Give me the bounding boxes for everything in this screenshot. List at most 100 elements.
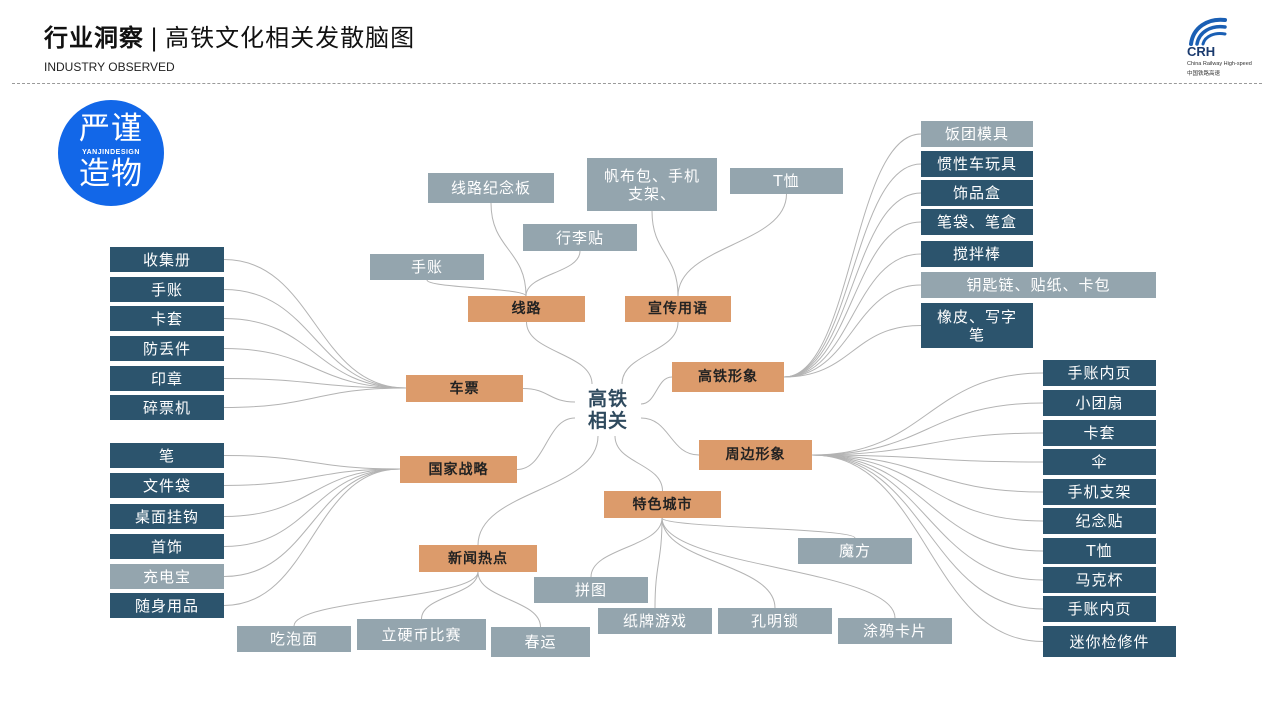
- connector-center-ticket: [522, 388, 576, 403]
- ticket-item-4: 防丢件: [110, 336, 224, 361]
- city-item-2: 拼图: [534, 577, 648, 603]
- city-item-3: 纸牌游戏: [598, 608, 712, 634]
- connector-strategy_items-2: [223, 468, 401, 486]
- image-item-5: 搅拌棒: [921, 241, 1033, 267]
- header-divider: [12, 83, 1262, 84]
- connector-center-merch: [640, 417, 700, 456]
- crh-logo-text: CRH: [1187, 44, 1216, 59]
- title-bold: 行业洞察: [44, 24, 144, 52]
- connector-ticket_items-6: [223, 387, 407, 408]
- merch-item-10: 迷你检修件: [1043, 626, 1176, 657]
- connector-route_items-3: [426, 279, 527, 297]
- connector-slogan_items-2: [677, 193, 787, 297]
- connector-slogan_items-1: [651, 210, 679, 297]
- connector-center-image: [640, 376, 673, 405]
- strategy-item-3: 桌面挂钩: [110, 504, 224, 529]
- connector-city_items-4: [661, 517, 776, 609]
- connector-city_items-5: [661, 517, 896, 619]
- connector-merch_items-1: [811, 372, 1044, 456]
- connector-strategy_items-4: [223, 468, 401, 547]
- strategy-item-4: 首饰: [110, 534, 224, 559]
- connector-center-news: [477, 435, 599, 546]
- connector-merch_items-8: [811, 454, 1044, 581]
- category-news: 新闻热点: [419, 545, 537, 572]
- category-merch: 周边形象: [699, 440, 812, 470]
- connector-city_items-2: [590, 517, 663, 578]
- ticket-item-3: 卡套: [110, 306, 224, 331]
- connector-route_items-2: [525, 250, 581, 297]
- connector-center-route: [526, 321, 593, 385]
- merch-item-9: 手账内页: [1043, 596, 1156, 622]
- connector-ticket_items-5: [223, 378, 407, 389]
- connector-route_items-1: [490, 202, 527, 297]
- connector-ticket_items-1: [223, 259, 407, 389]
- brand-badge: 严谨 YANJINDESIGN 造物: [58, 100, 164, 206]
- category-ticket: 车票: [406, 375, 523, 402]
- slogan-item-2: T恤: [730, 168, 843, 194]
- connector-center-city: [614, 435, 663, 492]
- connector-merch_items-3: [811, 432, 1044, 456]
- merch-item-2: 小团扇: [1043, 390, 1156, 416]
- merch-item-1: 手账内页: [1043, 360, 1156, 386]
- route-item-1: 线路纪念板: [428, 173, 554, 203]
- connector-merch_items-7: [811, 454, 1044, 552]
- connector-ticket_items-2: [223, 289, 407, 389]
- city-item-1: 魔方: [798, 538, 912, 564]
- connector-image_items-4: [783, 221, 922, 378]
- city-item-5: 涂鸦卡片: [838, 618, 952, 644]
- slogan-item-1: 帆布包、手机支架、: [587, 158, 717, 211]
- merch-item-4: 伞: [1043, 449, 1156, 475]
- title-separator: |: [150, 24, 160, 52]
- route-item-3: 手账: [370, 254, 484, 280]
- connector-merch_items-9: [811, 454, 1044, 610]
- strategy-item-5: 充电宝: [110, 564, 224, 589]
- connector-merch_items-4: [811, 454, 1044, 463]
- merch-item-6: 纪念贴: [1043, 508, 1156, 534]
- connector-merch_items-2: [811, 402, 1044, 456]
- connector-strategy_items-1: [223, 455, 401, 470]
- ticket-item-6: 碎票机: [110, 395, 224, 420]
- title-rest: 高铁文化相关发散脑图: [165, 24, 416, 52]
- city-item-4: 孔明锁: [718, 608, 832, 634]
- merch-item-5: 手机支架: [1043, 479, 1156, 505]
- ticket-item-1: 收集册: [110, 247, 224, 272]
- connector-image_items-1: [783, 133, 922, 378]
- crh-logo-english: China Railway High-speed: [1187, 61, 1252, 67]
- ticket-item-2: 手账: [110, 277, 224, 302]
- strategy-item-2: 文件袋: [110, 473, 224, 498]
- news-item-3: 春运: [491, 627, 590, 657]
- connector-strategy_items-5: [223, 468, 401, 577]
- connector-news_items-1: [293, 571, 479, 627]
- connector-image_items-3: [783, 192, 922, 378]
- connector-strategy_items-3: [223, 468, 401, 517]
- image-item-2: 惯性车玩具: [921, 151, 1033, 177]
- mindmap-center: 高铁相关: [587, 388, 628, 432]
- connector-strategy_items-6: [223, 468, 401, 606]
- connector-ticket_items-4: [223, 348, 407, 389]
- connector-merch_items-6: [811, 454, 1044, 522]
- image-item-6: 钥匙链、贴纸、卡包: [921, 272, 1156, 298]
- page-title: 行业洞察|高铁文化相关发散脑图: [44, 18, 415, 53]
- connector-city_items-1: [661, 517, 856, 539]
- connector-center-slogan: [621, 321, 679, 385]
- brand-badge-line1: 严谨: [79, 111, 143, 147]
- route-item-2: 行李贴: [523, 224, 637, 251]
- category-route: 线路: [468, 296, 585, 322]
- category-strategy: 国家战略: [400, 456, 517, 483]
- category-city: 特色城市: [604, 491, 721, 518]
- image-item-7: 橡皮、写字笔: [921, 303, 1033, 348]
- news-item-1: 吃泡面: [237, 626, 351, 652]
- connector-news_items-3: [477, 571, 541, 628]
- strategy-item-1: 笔: [110, 443, 224, 468]
- merch-item-8: 马克杯: [1043, 567, 1156, 593]
- connector-merch_items-10: [811, 454, 1044, 642]
- connector-merch_items-5: [811, 454, 1044, 493]
- image-item-1: 饭团模具: [921, 121, 1033, 147]
- image-item-3: 饰品盒: [921, 180, 1033, 206]
- crh-swoosh-icon: [1189, 17, 1227, 46]
- connector-image_items-2: [783, 163, 922, 378]
- connector-city_items-3: [654, 517, 663, 609]
- strategy-item-6: 随身用品: [110, 593, 224, 618]
- connector-ticket_items-3: [223, 318, 407, 389]
